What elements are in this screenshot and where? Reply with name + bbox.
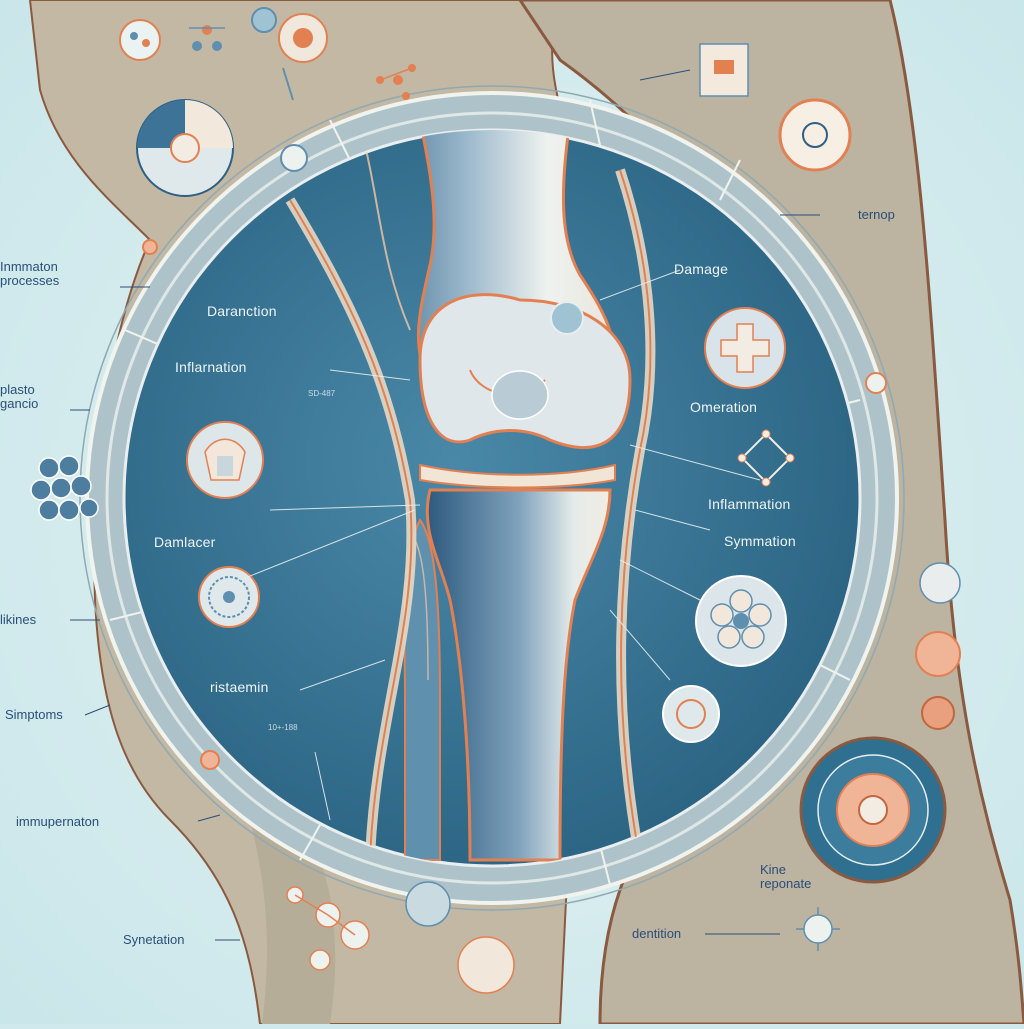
label-small-tag-1: SD-487 <box>308 389 336 398</box>
cell-icon-top-center <box>278 13 328 101</box>
segment-icons-right <box>915 562 961 730</box>
cartilage-icon <box>186 421 264 499</box>
cell-icon-left <box>198 566 260 628</box>
label-line-2: reponate <box>760 875 812 891</box>
label-synetation: Synetation <box>123 932 185 947</box>
label-line-2: gancio <box>0 395 39 411</box>
diamond-molecule-icon <box>737 429 795 487</box>
label-symmation: Symmation <box>724 533 796 549</box>
striped-disc-icon <box>921 696 955 730</box>
label-damage: Damage <box>674 261 729 277</box>
document-icon <box>699 43 749 97</box>
leader-lines-outer <box>70 69 820 941</box>
label-symptoms: Simptoms <box>5 707 63 722</box>
label-likines: likines <box>0 612 37 627</box>
label-temop: ternop <box>858 207 895 222</box>
label-inflammation-right: Inflammation <box>708 496 791 512</box>
label-plasto-gancio: plasto gancio <box>0 383 38 410</box>
cross-section-icon <box>799 736 947 884</box>
patella <box>550 301 584 335</box>
label-immunation-processes: Inmmaton processes <box>0 260 59 287</box>
cell-cluster-icon <box>30 455 99 521</box>
label-line-1: plasto <box>0 382 35 397</box>
intercondylar-notch <box>491 370 549 420</box>
pink-cell-icon <box>915 631 961 677</box>
leader-lines-inner <box>239 269 761 821</box>
label-line-1: Kine <box>760 862 787 877</box>
label-dentition: dentition <box>632 926 682 941</box>
label-ristamin: ristaemin <box>210 679 269 695</box>
label-inflammation-left: Inflarnation <box>175 359 247 375</box>
swirl-icon <box>280 144 308 172</box>
molecule-icon-top <box>189 25 225 51</box>
circle-icon-top <box>251 7 277 33</box>
meniscus <box>419 463 616 489</box>
orange-node-icons <box>142 239 220 770</box>
molecule-icons-bottom <box>286 881 515 994</box>
label-omeration: Omeration <box>690 399 758 415</box>
label-damlacer: Damlacer <box>154 534 216 550</box>
label-line-1: Inmmaton <box>0 259 58 274</box>
joint-circle-icon <box>136 99 234 197</box>
striped-cell-icon <box>919 562 961 604</box>
label-small-tag-2: 10+-188 <box>268 723 298 732</box>
cell-icon-top-left <box>119 19 161 61</box>
small-ring-icon-right <box>865 372 887 394</box>
outer-ring-inner-edge <box>105 111 879 885</box>
flower-cell-icon <box>695 575 787 667</box>
round-cell-icon <box>662 685 720 743</box>
label-damanction: Daranction <box>207 303 277 319</box>
label-line-2: processes <box>0 272 60 288</box>
orange-ring-icon <box>778 98 852 172</box>
virus-icon <box>796 907 840 951</box>
lower-leg-left <box>250 820 336 1024</box>
label-kine-response: Kine reponate <box>760 863 811 890</box>
molecule-icon-top-right <box>376 64 416 100</box>
cross-cell-icon <box>704 307 786 389</box>
label-immunupernaton: immupernaton <box>16 814 100 829</box>
